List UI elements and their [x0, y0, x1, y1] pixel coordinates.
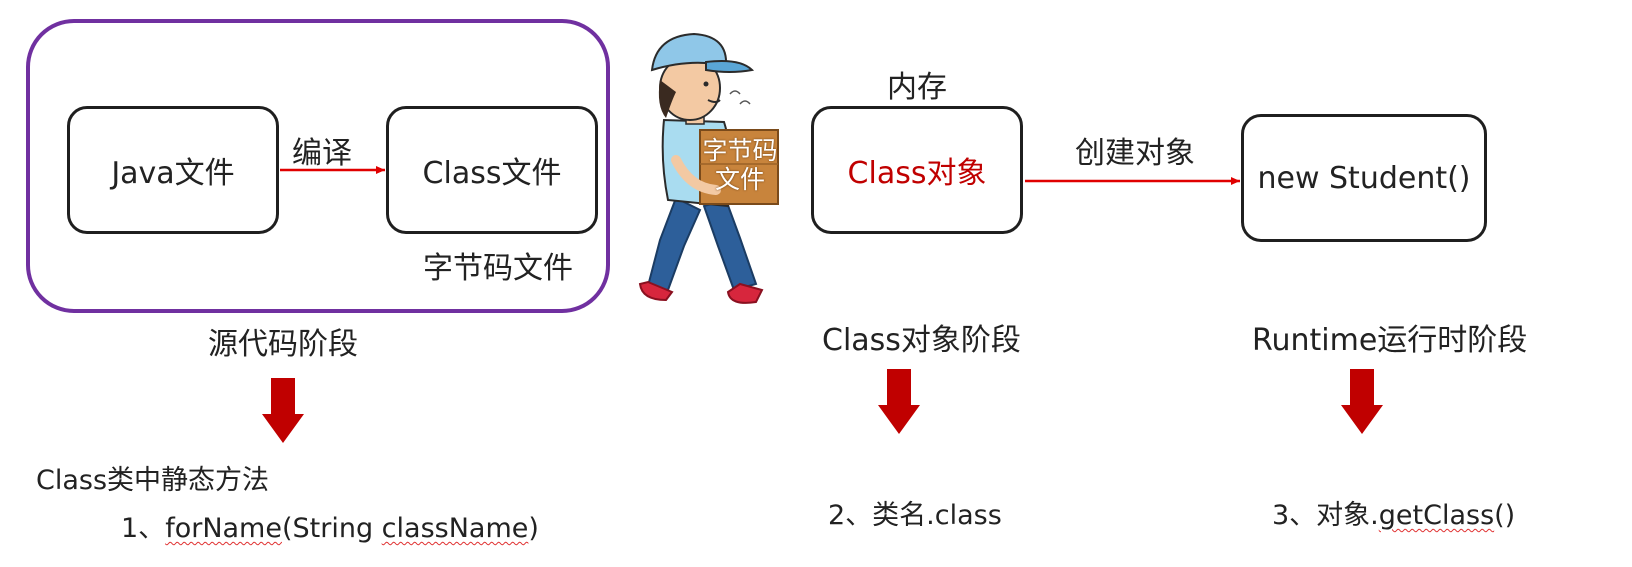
method-forname-prefix: 1、: [121, 513, 166, 544]
class-file-box: Class文件: [386, 106, 598, 234]
porter-box-line2: 文件: [714, 165, 765, 194]
new-student-box: new Student(): [1241, 114, 1487, 242]
java-file-box: Java文件: [67, 106, 279, 234]
method-forname-arg-prefix: (String: [281, 513, 382, 544]
down-arrow-runtime: [1341, 369, 1383, 434]
method-getclass-prefix: 3、对象.: [1272, 500, 1379, 531]
source-stage-title: 源代码阶段: [208, 327, 358, 362]
static-method-title: Class类中静态方法: [36, 465, 270, 496]
method-forname-suffix: ): [528, 513, 539, 544]
method-class-literal: 2、类名.class: [828, 500, 1002, 531]
memory-label: 内存: [887, 70, 947, 105]
porter-box-text: 字节码 文件: [690, 136, 790, 194]
porter-illustration: [638, 32, 779, 304]
source-stage-frame: [26, 19, 610, 313]
method-getclass-suffix: (): [1494, 500, 1516, 531]
class-object-box: Class对象: [811, 106, 1023, 234]
java-file-label: Java文件: [111, 156, 235, 191]
porter-box-line1: 字节码: [702, 136, 778, 165]
new-student-label: new Student(): [1257, 160, 1471, 196]
class-object-label: Class对象: [847, 156, 987, 191]
method-forname-name: forName: [165, 513, 282, 544]
bytecode-caption: 字节码文件: [423, 251, 573, 286]
class-file-label: Class文件: [422, 156, 562, 191]
method-getclass-name: getClass: [1378, 500, 1495, 531]
method-forname-arg-name: className: [381, 513, 529, 544]
method-forname: 1、forName(String className): [121, 506, 539, 545]
create-object-label: 创建对象: [1075, 136, 1195, 171]
runtime-stage-title: Runtime运行时阶段: [1252, 323, 1528, 358]
down-arrow-source: [262, 378, 304, 443]
compile-label: 编译: [292, 136, 352, 171]
method-getclass: 3、对象.getClass(): [1272, 493, 1515, 532]
down-arrow-class: [878, 369, 920, 434]
class-stage-title: Class对象阶段: [822, 323, 1021, 358]
